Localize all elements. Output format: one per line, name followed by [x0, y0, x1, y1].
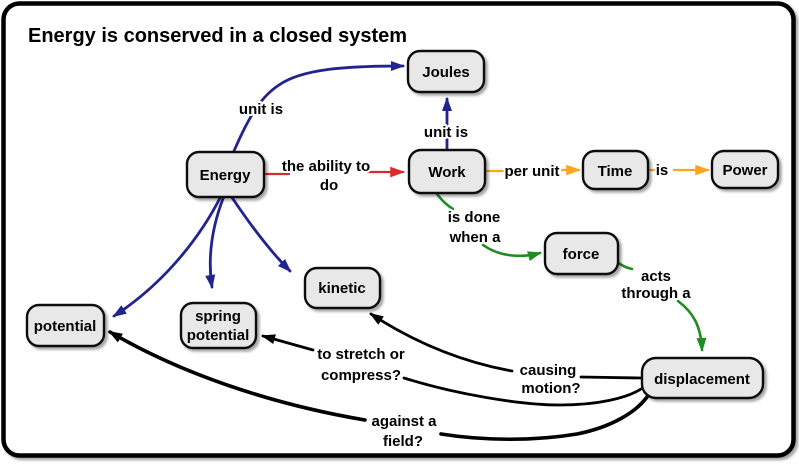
node-force-label: force [563, 246, 600, 263]
node-potential-label: potential [34, 318, 97, 335]
node-kinetic-box[interactable] [303, 266, 382, 310]
node-time-label: Time [598, 163, 633, 180]
edge-work-force-seg2 [481, 243, 542, 262]
edge-displacement-spring-seg2 [402, 376, 643, 407]
edge-work-force-seg1 [435, 192, 455, 211]
edge-displacement-kinetic-seg1 [369, 312, 514, 373]
edge-energy-potential [112, 194, 223, 318]
node-force-box[interactable] [543, 231, 620, 276]
edge-label-work-joules[interactable]: unit is [422, 122, 470, 143]
edge-label-energy-joules[interactable]: unit is [237, 99, 285, 120]
edge-energy-kinetic [229, 194, 292, 273]
node-energy-label: Energy [200, 167, 252, 184]
node-work[interactable]: Work [407, 148, 487, 195]
edge-energy-spring-potential [205, 194, 226, 289]
node-kinetic[interactable]: kinetic [303, 266, 382, 310]
node-energy-box[interactable] [185, 150, 266, 199]
node-joules[interactable]: Joules [406, 49, 486, 94]
edge-label-displacement-kinetic-line2[interactable]: motion? [519, 378, 582, 399]
node-spring-potential[interactable]: spring potential [179, 301, 258, 350]
edge-label-displacement-potential-line1[interactable]: against a [369, 411, 439, 432]
edge-layer [108, 61, 711, 442]
node-joules-label: Joules [422, 64, 470, 81]
node-time[interactable]: Time [581, 149, 650, 191]
edge-label-work-force-line2[interactable]: when a [447, 227, 504, 248]
edge-label-work-time[interactable]: per unit [503, 161, 562, 182]
edge-displacement-kinetic-seg2 [579, 375, 643, 380]
node-spring-potential-box[interactable] [179, 301, 258, 350]
edge-label-force-displacement-line1[interactable]: acts [639, 266, 673, 287]
node-spring-potential-label-line2: potential [187, 327, 250, 344]
node-displacement-label: displacement [654, 371, 750, 388]
edge-displacement-spring-seg1 [261, 334, 315, 352]
edge-displacement-potential-seg1 [108, 330, 367, 422]
node-potential[interactable]: potential [25, 303, 106, 348]
edge-label-displacement-kinetic-line1[interactable]: causing [518, 360, 579, 381]
edge-label-time-power[interactable]: is [654, 160, 671, 181]
node-kinetic-label: kinetic [318, 280, 366, 297]
node-layer: Joules Energy Work Time Power force kine… [25, 49, 780, 400]
node-time-box[interactable] [581, 149, 650, 191]
node-potential-box[interactable] [25, 303, 106, 348]
edge-displacement-potential-seg2 [439, 395, 649, 442]
edge-energy-joules [232, 61, 405, 153]
edge-label-force-displacement-line2[interactable]: through a [619, 283, 693, 304]
edge-label-work-force-line1[interactable]: is done [446, 207, 503, 228]
node-power[interactable]: Power [710, 149, 780, 190]
node-spring-potential-label-line1: spring [195, 308, 241, 325]
edge-label-displacement-potential-line2[interactable]: field? [381, 431, 425, 452]
edge-label-energy-work-line1[interactable]: the ability to [280, 156, 372, 177]
map-title: Energy is conserved in a closed system [28, 25, 407, 47]
node-displacement-box[interactable] [640, 356, 765, 400]
edge-label-displacement-spring-line2[interactable]: compress? [319, 365, 403, 386]
node-force[interactable]: force [543, 231, 620, 276]
edge-force-displacement-seg2 [676, 299, 707, 352]
node-power-box[interactable] [710, 149, 780, 190]
node-power-label: Power [722, 162, 767, 179]
node-joules-box[interactable] [406, 49, 486, 94]
node-work-label: Work [428, 164, 466, 181]
node-work-box[interactable] [407, 148, 487, 195]
edge-label-displacement-spring-line1[interactable]: to stretch or [315, 344, 407, 365]
node-energy[interactable]: Energy [185, 150, 266, 199]
node-displacement[interactable]: displacement [640, 356, 765, 400]
edge-label-layer: unit is unit is the ability to do per un… [237, 99, 693, 452]
edge-label-energy-work-line2[interactable]: do [318, 175, 340, 196]
